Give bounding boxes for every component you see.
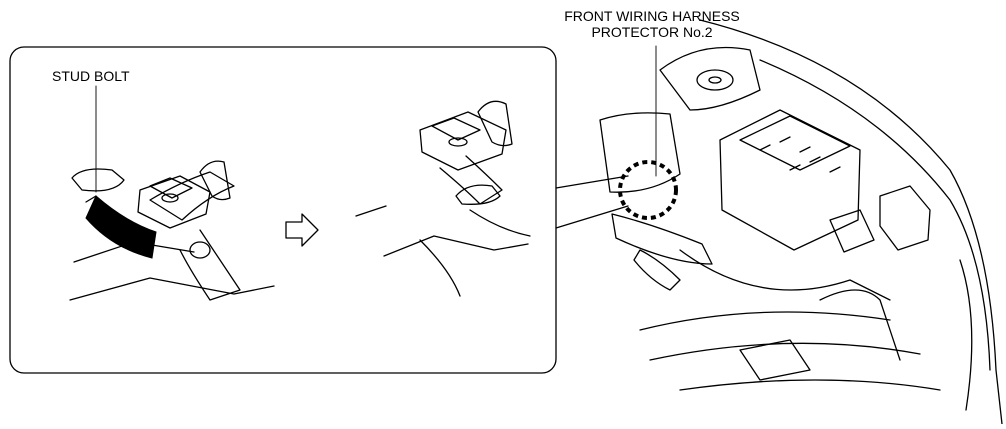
strap-2 [477,100,513,147]
step-arrow-icon [285,213,319,247]
strut-tower [659,46,761,111]
stud-bolt-shape [71,168,125,192]
bracket-after-sketch [355,100,531,297]
clip-body-2 [419,111,507,171]
clip-body-1 [137,175,211,229]
bracket-before-sketch [69,160,275,301]
harness-label-line1: FRONT WIRING HARNESS [564,8,740,24]
harness-protector [611,213,713,265]
stud-bolt-installed [455,184,501,205]
fuse-box [719,109,861,251]
strap-1 [199,160,231,201]
engine-bay-sketch [599,19,1003,425]
inset-border [9,46,557,374]
callout-connector [555,160,678,229]
harness-label-line2: PROTECTOR No.2 [591,24,713,40]
fender-line [699,19,1003,425]
stud-bolt-label: STUD BOLT [52,68,130,84]
rotation-arrow-icon [85,195,157,259]
harness-protector-label: FRONT WIRING HARNESS PROTECTOR No.2 [520,8,784,40]
detail-inset [9,46,557,374]
highlight-circle [618,160,678,220]
